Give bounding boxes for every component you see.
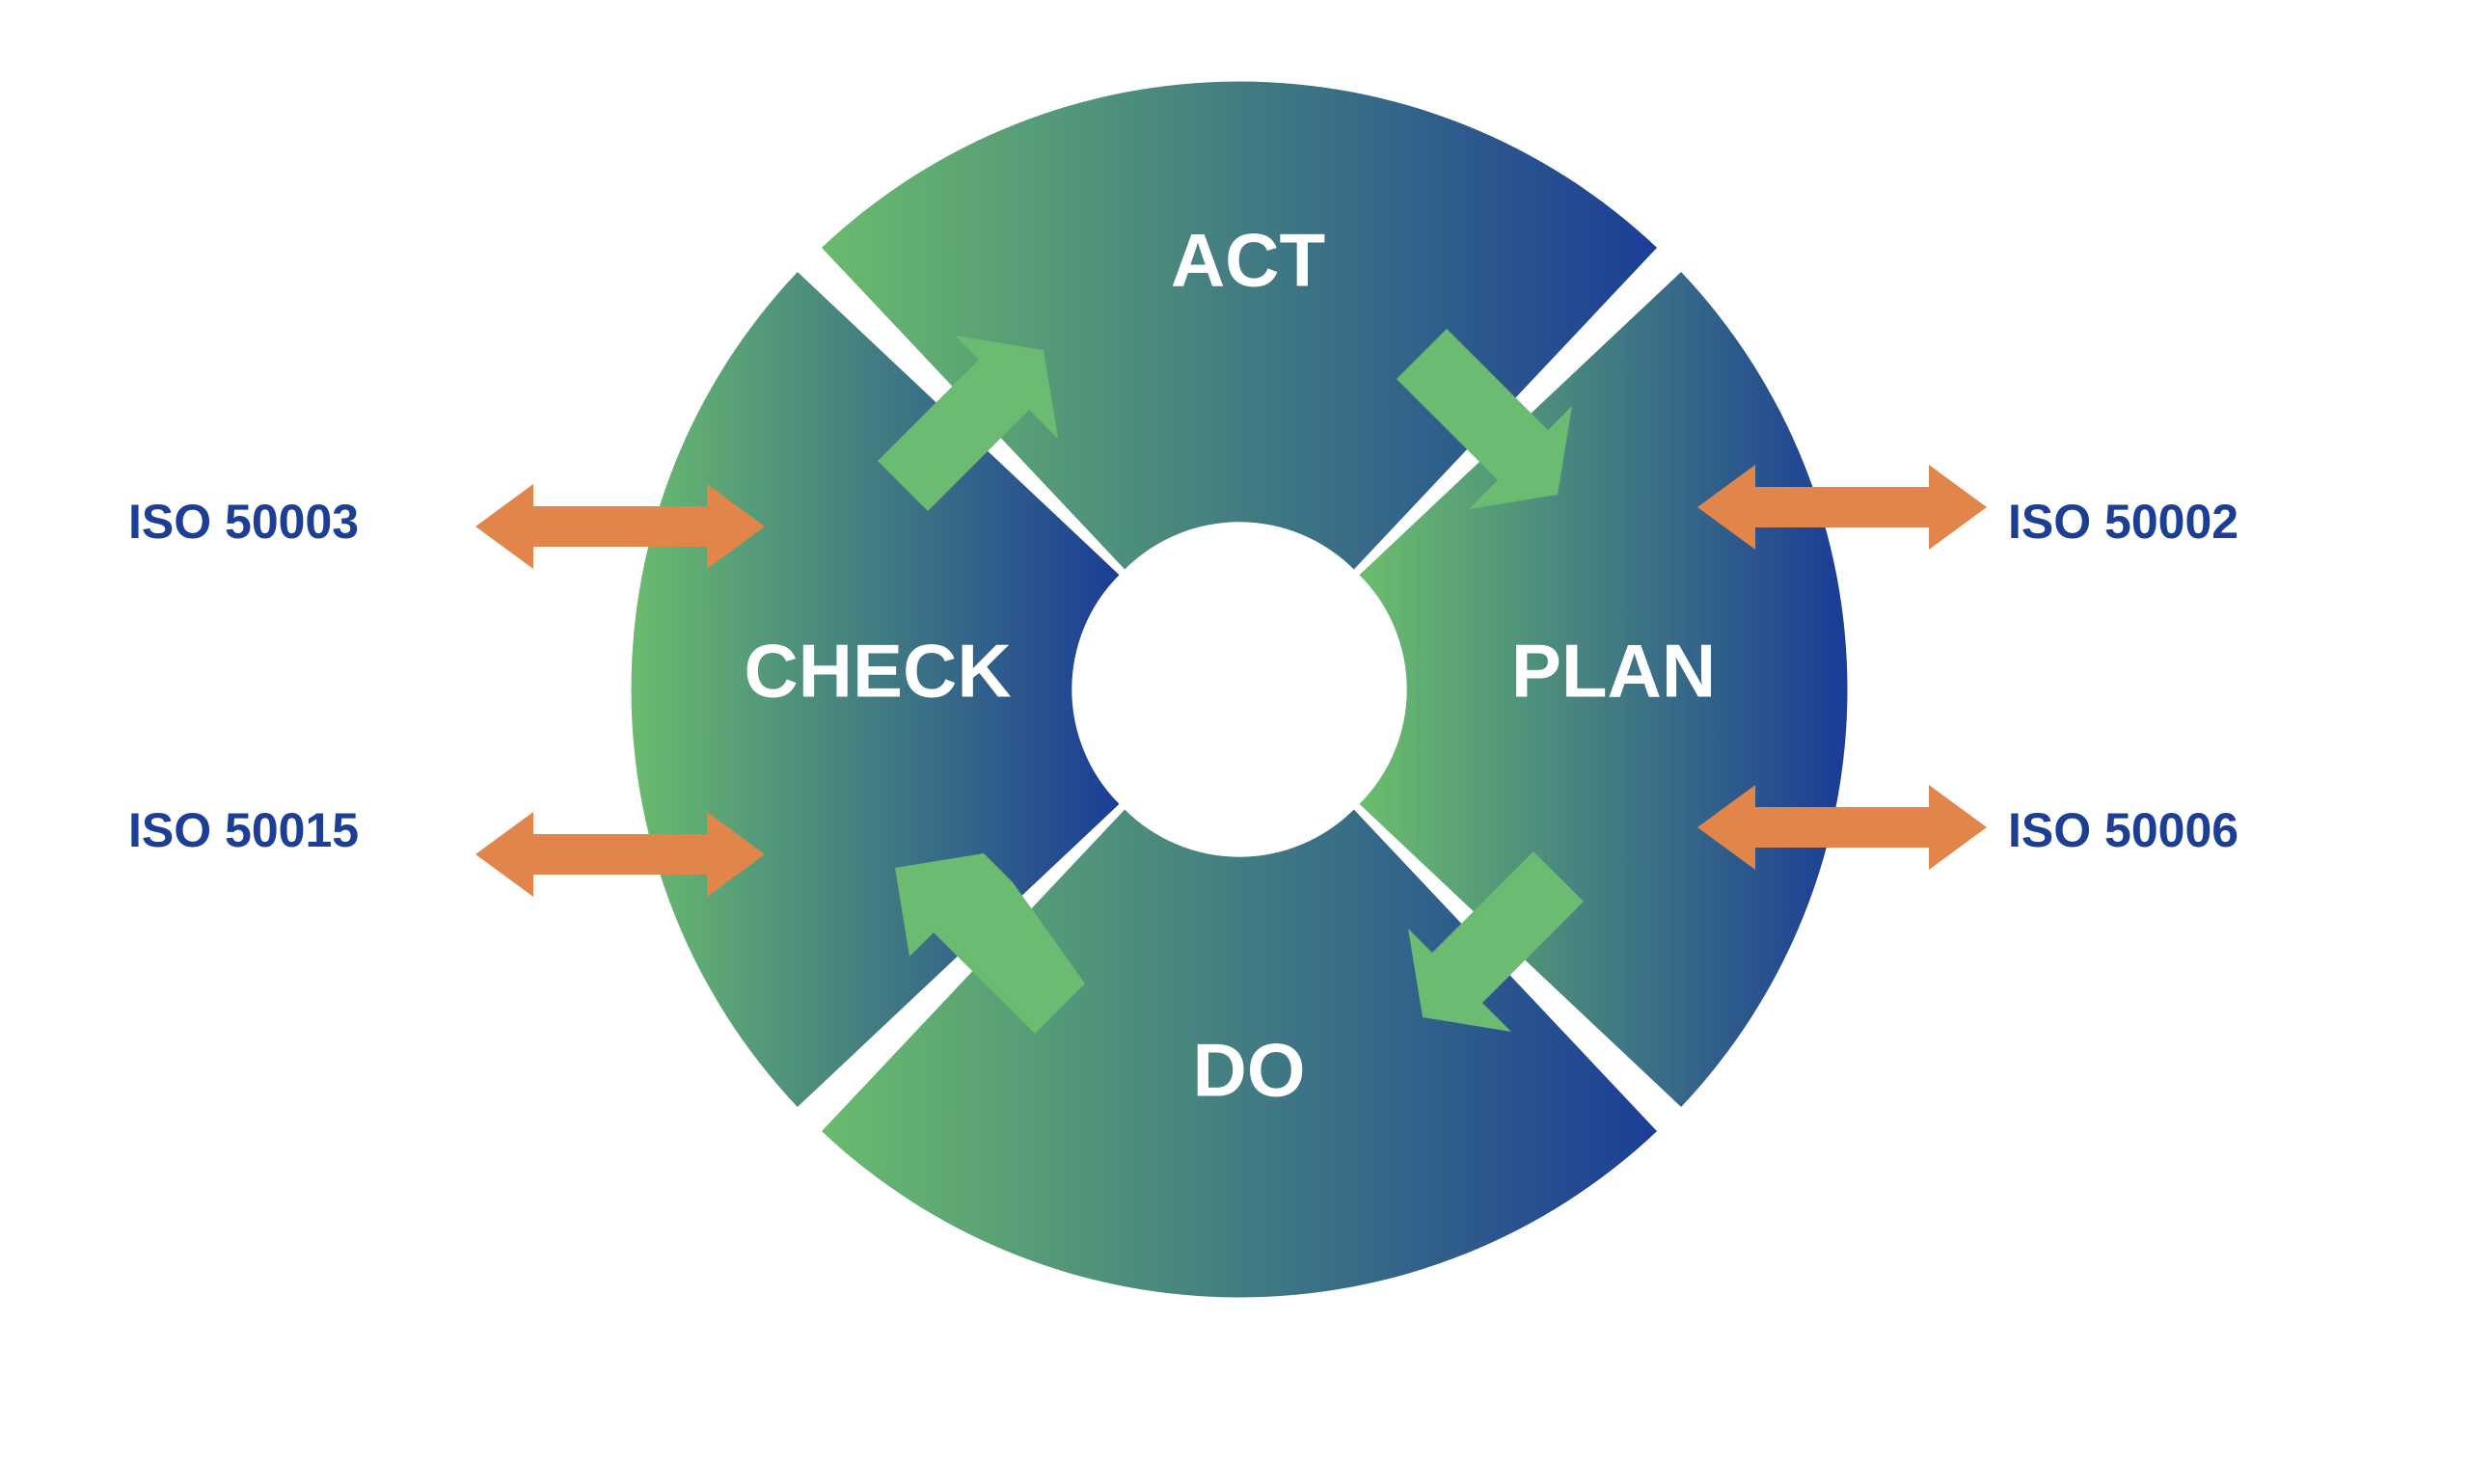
iso-50002-label: ISO 50002: [2008, 495, 2238, 549]
iso-50002-exchange-arrow: [1697, 465, 1987, 550]
plan-segment: [1359, 272, 1848, 1107]
check-label: CHECK: [744, 629, 1011, 714]
iso-50015-label: ISO 50015: [128, 803, 359, 857]
iso-50003-label: ISO 50003: [128, 495, 359, 549]
plan-label: PLAN: [1511, 629, 1716, 714]
do-label: DO: [1193, 1028, 1306, 1113]
iso-50006-exchange-arrow: [1697, 785, 1987, 870]
act-segment: [822, 81, 1657, 570]
act-label: ACT: [1171, 218, 1325, 303]
iso-50015-exchange-arrow: [475, 812, 765, 897]
act-to-plan-arrow: [1397, 329, 1572, 509]
iso-50006-label: ISO 50006: [2008, 803, 2238, 857]
iso-50003-exchange-arrow: [475, 484, 765, 569]
do-to-check-arrow: [895, 853, 1085, 1034]
plan-to-do-arrow: [1408, 851, 1584, 1032]
check-to-act-arrow: [878, 336, 1058, 511]
